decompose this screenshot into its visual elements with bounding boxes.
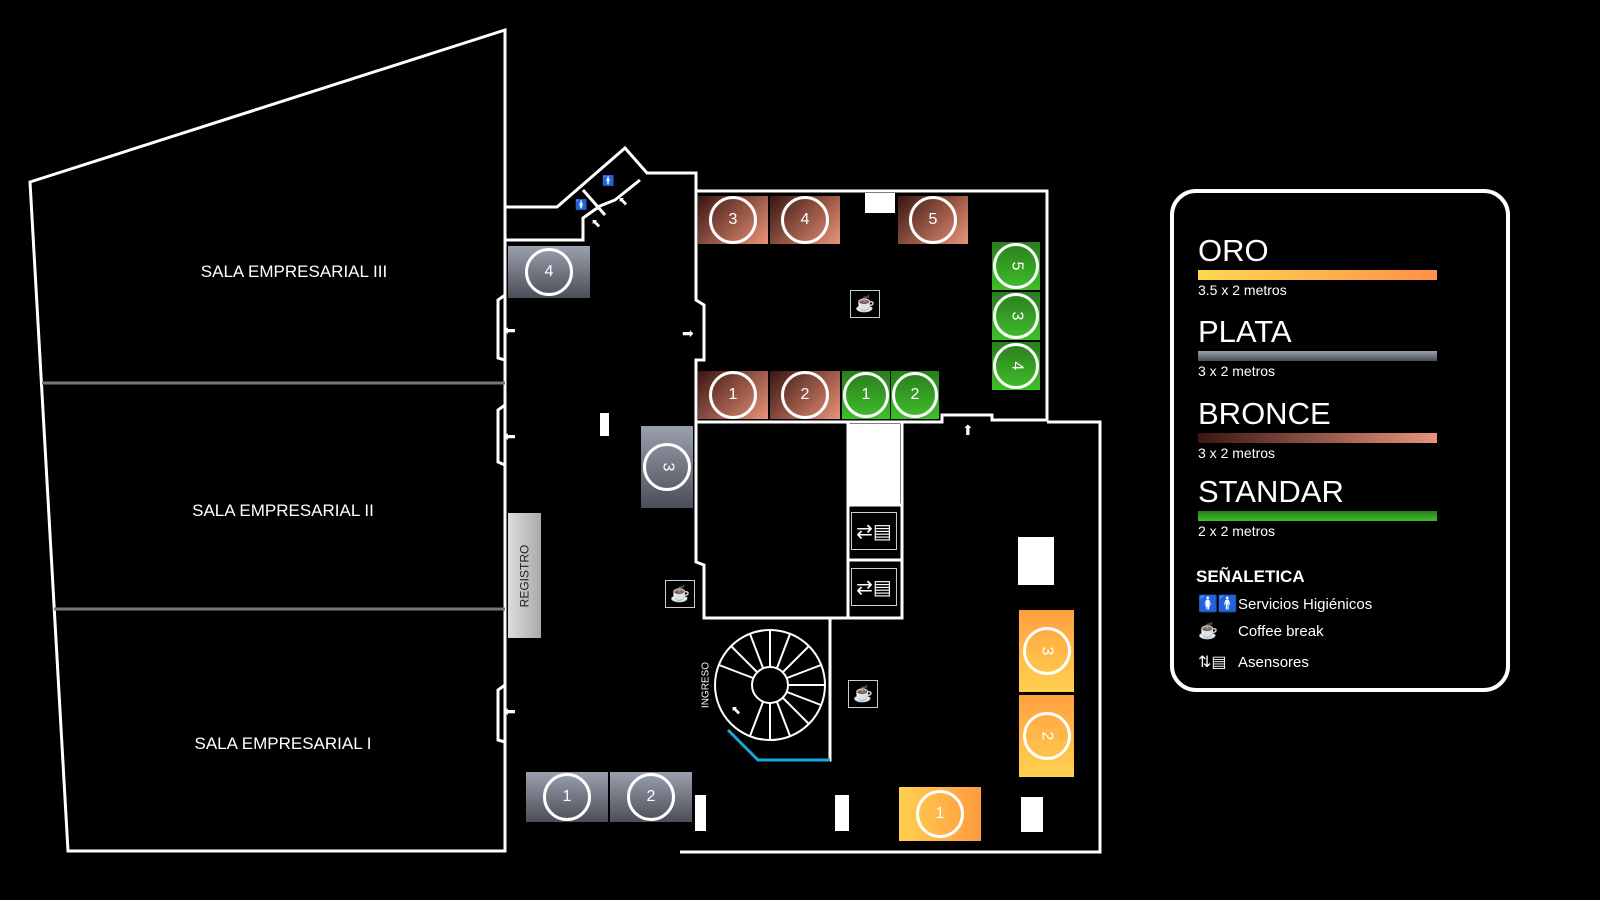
booth-number: 3 [728,211,738,228]
booth-number: 4 [800,211,810,228]
restroom-icon: 🚺 [575,200,588,211]
booth-standar-2[interactable]: 2 [891,371,939,419]
pillar [1021,797,1043,832]
restroom-icon: 🚺🚹 [1198,596,1238,613]
tier-color-bar [1198,270,1437,280]
booth-number: 5 [928,211,938,228]
tier-size: 2 x 2 metros [1198,523,1276,539]
booth-oro-1[interactable]: 1 [899,787,981,841]
elevator-icon: ⇄▤ [851,568,897,606]
arrow-icon: ⬉ [591,216,602,230]
booth-number: 4 [1008,361,1025,371]
booth-number: 2 [910,386,920,403]
tier-size: 3 x 2 metros [1198,445,1276,461]
booth-bronce-3[interactable]: 3 [698,196,768,244]
signage-label: Servicios Higiénicos [1238,595,1373,613]
booth-standar-5[interactable]: 5 [992,242,1040,290]
pillar [600,413,609,436]
booth-standar-1[interactable]: 1 [842,371,890,419]
legend-panel: ORO 3.5 x 2 metros PLATA 3 x 2 metros BRON… [1170,189,1510,692]
coffee-icon: ☕ [850,290,880,318]
arrow-icon: ⬉ [618,194,629,208]
elevator-icon: ⇄▤ [851,512,897,550]
booth-number: 3 [659,462,676,472]
booth-number: 1 [728,386,738,403]
booth-standar-4[interactable]: 4 [992,342,1040,390]
booth-standar-3[interactable]: 3 [992,292,1040,340]
booth-number: 4 [544,263,554,280]
signage-label: Asensores [1238,653,1309,671]
pillar [695,795,706,831]
coffee-icon: ☕ [848,680,878,708]
tier-color-bar [1198,511,1437,521]
booth-bronce-4[interactable]: 4 [770,196,840,244]
signage-coffee: ☕ Coffee break [1198,621,1324,641]
booth-bronce-5[interactable]: 5 [898,196,968,244]
registro-label: REGISTRO [517,544,532,607]
arrow-left-icon: ⬅ [504,322,516,338]
restroom-icon: 🚹 [602,176,615,187]
booth-number: 3 [1008,311,1025,321]
legend-plata: PLATA 3 x 2 metros [1198,316,1437,379]
sala-empresarial-ii[interactable]: SALA EMPRESARIAL II [192,501,374,520]
booth-plata-1[interactable]: 1 [526,772,608,822]
tier-name: BRONCE [1198,396,1331,431]
elevator-icon: ⇅▤ [1198,654,1227,671]
pillar [1018,537,1054,585]
signage-title: SEÑALETICA [1196,567,1305,586]
booth-number: 3 [1038,646,1056,656]
booth-number: 1 [861,386,871,403]
tier-name: STANDAR [1198,474,1344,509]
booth-plata-4[interactable]: 4 [508,246,590,298]
arrow-icon: ⬉ [731,703,742,717]
booth-number: 1 [935,805,945,822]
ingreso-label: INGRESO [700,661,712,709]
arrow-right-icon: ➡ [682,325,694,341]
booth-plata-2[interactable]: 2 [610,772,692,822]
spiral-stairs [714,629,826,741]
booth-number: 2 [1038,731,1056,741]
arrow-left-icon: ⬅ [504,428,516,444]
booth-number: 5 [1008,261,1025,271]
tier-color-bar [1198,433,1437,443]
arrow-left-icon: ⬅ [504,703,516,719]
tier-name: ORO [1198,233,1269,268]
arrow-up-icon: ⬆ [962,422,974,438]
booth-number: 2 [646,788,656,805]
sala-empresarial-i[interactable]: SALA EMPRESARIAL I [194,734,372,753]
tier-name: PLATA [1198,314,1292,349]
tier-size: 3 x 2 metros [1198,363,1276,379]
booth-number: 1 [562,788,572,805]
booth-oro-3[interactable]: 3 [1019,610,1074,692]
booth-oro-2[interactable]: 2 [1019,695,1074,777]
tier-color-bar [1198,351,1437,361]
sala-empresarial-iii[interactable]: SALA EMPRESARIAL III [200,262,388,281]
coffee-icon: ☕ [665,580,695,608]
signage-restroom: 🚺🚹Servicios Higiénicos [1198,594,1372,614]
coffee-icon: ☕ [1198,623,1218,640]
tier-size: 3.5 x 2 metros [1198,282,1287,298]
legend-oro: ORO 3.5 x 2 metros [1198,235,1437,298]
booth-number: 2 [800,386,810,403]
booth-plata-3[interactable]: 3 [641,426,693,508]
legend-bronce: BRONCE 3 x 2 metros [1198,398,1437,461]
booth-bronce-2[interactable]: 2 [770,371,840,419]
pillar [835,795,849,831]
booth-bronce-1[interactable]: 1 [698,371,768,419]
legend-standar: STANDAR 2 x 2 metros [1198,476,1437,539]
signage-elevator: ⇅▤ Asensores [1198,652,1309,672]
signage-label: Coffee break [1238,622,1324,640]
registro-desk: REGISTRO [508,513,541,638]
